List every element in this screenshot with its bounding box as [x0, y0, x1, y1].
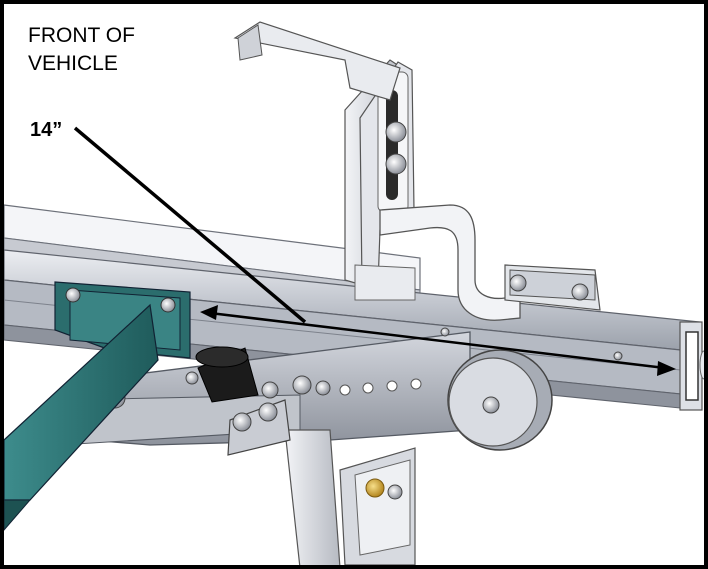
- dimension-label: 14”: [30, 119, 62, 141]
- front-label-line1: FRONT OF: [28, 24, 135, 47]
- rubber-bumper: [195, 346, 291, 456]
- z-bracket: [354, 204, 601, 321]
- brass-nut: [365, 478, 385, 498]
- teal-arm: [3, 281, 191, 532]
- front-label-line2: VEHICLE: [28, 52, 118, 75]
- upright-bracket: [233, 21, 415, 286]
- dimension-arrow: [200, 305, 676, 376]
- roller-wheel: [447, 349, 553, 451]
- dimension-leader: [73, 126, 307, 324]
